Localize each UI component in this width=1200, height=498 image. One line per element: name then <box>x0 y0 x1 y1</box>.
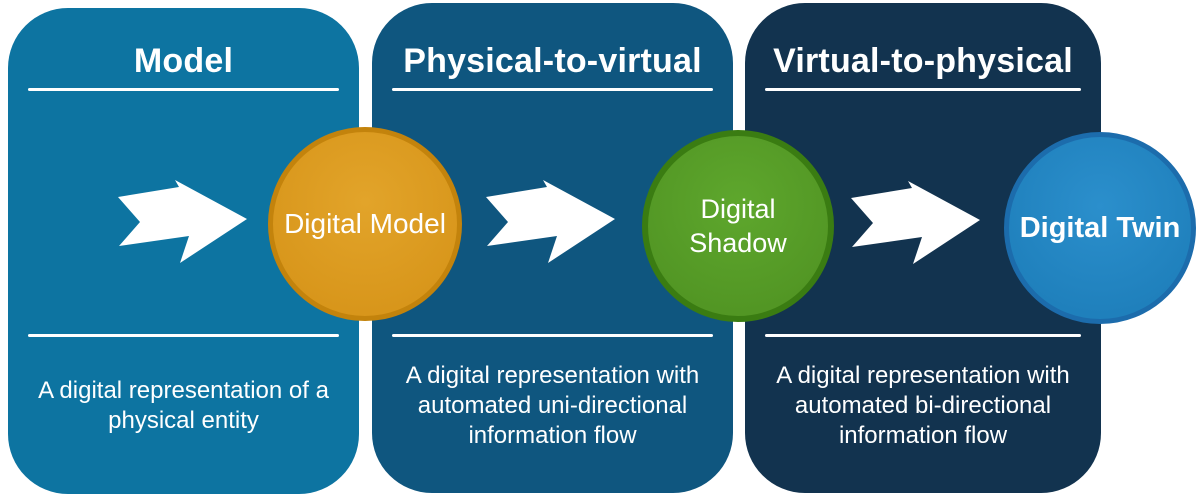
panel-model-description: A digital representation of a physical e… <box>38 377 329 434</box>
description-divider <box>28 334 339 337</box>
description-divider <box>392 334 713 337</box>
digital-model-circle: Digital Model <box>268 127 462 321</box>
panel-model-title: Model <box>133 42 234 80</box>
panel-physical-to-virtual-title: Physical-to-virtual <box>403 42 702 80</box>
description-divider <box>765 334 1081 337</box>
arrow-right-icon <box>118 180 247 263</box>
digital-twin-circle: Digital Twin <box>1004 132 1196 324</box>
title-underline <box>28 88 339 91</box>
digital-shadow-label-line1: Digital <box>700 194 776 224</box>
digital-model-label: Digital Model <box>284 208 446 239</box>
digital-shadow-label-line2: Shadow <box>689 228 787 258</box>
title-underline <box>765 88 1081 91</box>
arrow-right-icon <box>486 180 615 263</box>
title-underline <box>392 88 713 91</box>
panel-physical-to-virtual-description: A digital representation with automated … <box>405 362 700 449</box>
digital-twin-label: Digital Twin <box>1019 211 1181 244</box>
panel-virtual-to-physical-description: A digital representation with automated … <box>776 362 1070 449</box>
arrow-right-icon <box>851 181 980 264</box>
panel-virtual-to-physical-title: Virtual-to-physical <box>773 42 1073 80</box>
digital-shadow-circle: Digital Shadow <box>642 130 834 322</box>
